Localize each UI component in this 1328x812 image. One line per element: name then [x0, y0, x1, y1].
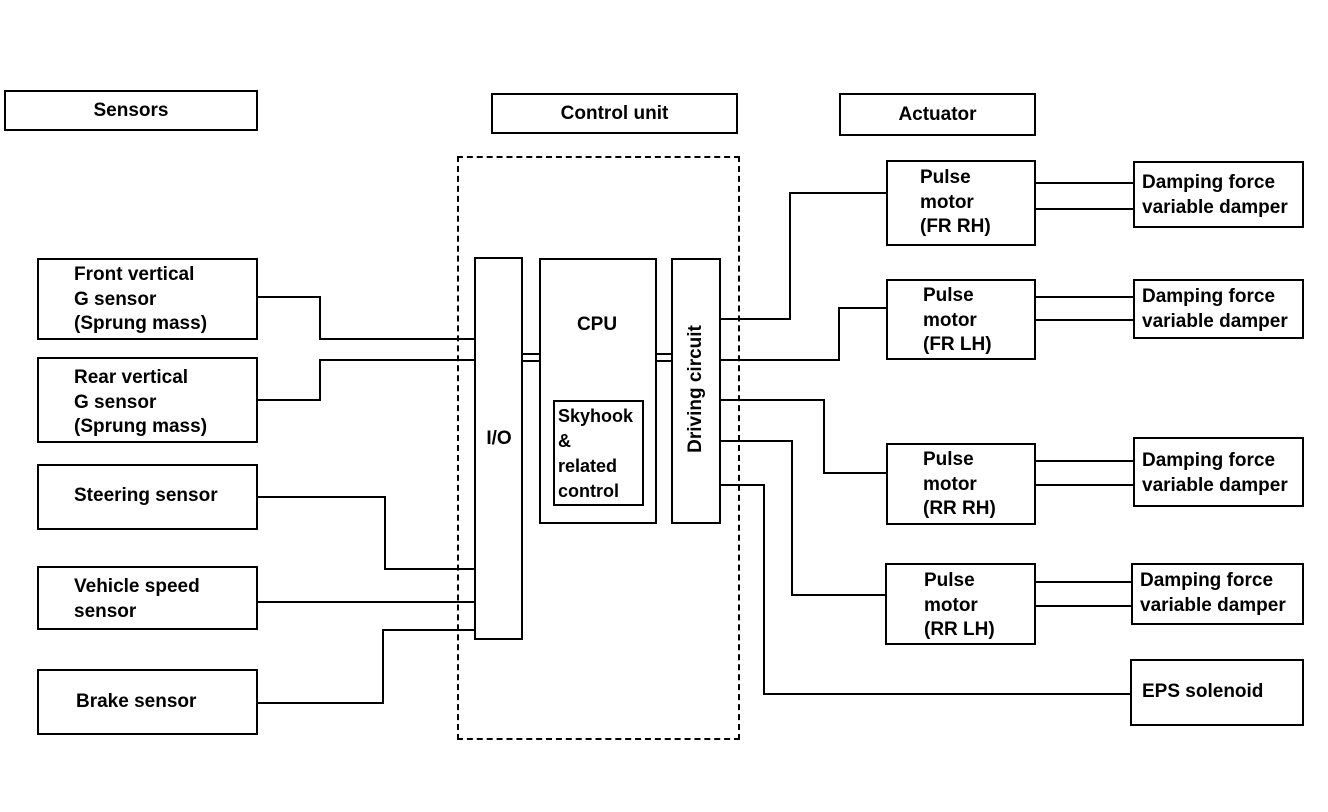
- cpu-label: CPU: [576, 314, 618, 335]
- io-label: I/O: [486, 428, 512, 449]
- control-unit-header: Control unit: [491, 93, 738, 134]
- driving-circuit-block: Driving circuit: [671, 258, 721, 524]
- pulse-motor-fr-rh: Pulse motor (FR RH): [886, 160, 1036, 246]
- vehicle-speed-sensor-label: Vehicle speed sensor: [74, 576, 200, 622]
- damper-rr-rh: Damping force variable damper: [1133, 437, 1304, 507]
- control-unit-boundary: [457, 156, 740, 740]
- rear-vertical-g-sensor-box: Rear vertical G sensor (Sprung mass): [37, 357, 258, 443]
- actuator-header: Actuator: [839, 93, 1036, 136]
- eps-solenoid-label: EPS solenoid: [1142, 681, 1264, 702]
- wire-drv-to-motor-rr-rh: [720, 399, 887, 474]
- wire-brake-to-io: [258, 629, 474, 704]
- sensors-header: Sensors: [4, 90, 258, 131]
- rear-vertical-g-sensor-label: Rear vertical G sensor (Sprung mass): [74, 367, 208, 437]
- damper-fr-rh: Damping force variable damper: [1133, 161, 1304, 228]
- damper-fr-rh-label: Damping force variable damper: [1142, 172, 1288, 218]
- damper-fr-lh: Damping force variable damper: [1133, 279, 1304, 339]
- eps-solenoid-box: EPS solenoid: [1130, 659, 1304, 726]
- wire-steering-to-io: [258, 496, 474, 570]
- pulse-motor-rr-rh-label: Pulse motor (RR RH): [923, 449, 996, 519]
- wire-drv-to-eps: [720, 484, 1131, 695]
- damper-rr-lh-label: Damping force variable damper: [1140, 570, 1286, 616]
- driving-circuit-label: Driving circuit: [685, 325, 706, 453]
- wire-drv-to-motor-fr-lh: [720, 307, 887, 361]
- front-vertical-g-sensor-label: Front vertical G sensor (Sprung mass): [74, 264, 208, 334]
- skyhook-control-block: Skyhook & related control: [553, 400, 644, 506]
- pulse-motor-fr-rh-label: Pulse motor (FR RH): [920, 167, 991, 237]
- front-vertical-g-sensor-box: Front vertical G sensor (Sprung mass): [37, 258, 258, 340]
- wire-front-g-to-io: [258, 296, 474, 340]
- wire-drv-to-motor-rr-lh: [720, 440, 887, 596]
- damper-rr-lh: Damping force variable damper: [1131, 563, 1304, 625]
- io-block: I/O: [474, 257, 523, 640]
- pulse-motor-rr-rh: Pulse motor (RR RH): [886, 443, 1036, 525]
- cpu-block: CPU Skyhook & related control: [539, 258, 657, 524]
- wire-drv-to-motor-fr-rh: [720, 192, 887, 320]
- steering-sensor-label: Steering sensor: [74, 485, 218, 506]
- steering-sensor-box: Steering sensor: [37, 464, 258, 530]
- pulse-motor-rr-lh-label: Pulse motor (RR LH): [924, 570, 995, 640]
- pulse-motor-fr-lh-label: Pulse motor (FR LH): [923, 285, 992, 355]
- vehicle-speed-sensor-box: Vehicle speed sensor: [37, 566, 258, 630]
- brake-sensor-label: Brake sensor: [76, 691, 197, 712]
- damper-rr-rh-label: Damping force variable damper: [1142, 450, 1288, 496]
- damper-fr-lh-label: Damping force variable damper: [1142, 286, 1288, 332]
- skyhook-control-label: Skyhook & related control: [558, 406, 634, 501]
- wire-rear-g-to-io: [258, 359, 474, 401]
- actuator-header-label: Actuator: [898, 103, 977, 125]
- sensors-header-label: Sensors: [93, 99, 169, 121]
- brake-sensor-box: Brake sensor: [37, 669, 258, 735]
- pulse-motor-fr-lh: Pulse motor (FR LH): [886, 279, 1036, 360]
- control-unit-header-label: Control unit: [560, 102, 669, 124]
- pulse-motor-rr-lh: Pulse motor (RR LH): [885, 563, 1036, 645]
